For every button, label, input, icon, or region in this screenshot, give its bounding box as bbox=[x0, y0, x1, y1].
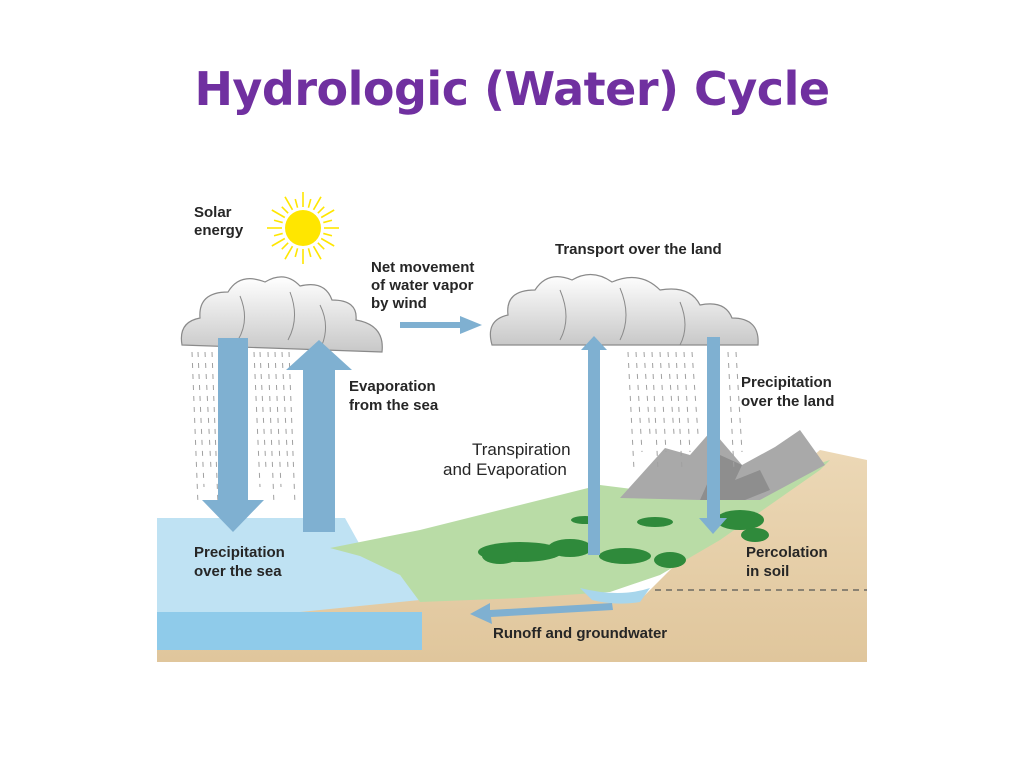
land-plain bbox=[330, 460, 830, 602]
label-percolation: Percolation in soil bbox=[746, 544, 832, 580]
rain-over-sea bbox=[191, 351, 296, 506]
cloud-over-land bbox=[489, 273, 759, 346]
precipitation-sea-arrow bbox=[202, 338, 264, 532]
label-precipitation-sea: Precipitation over the sea bbox=[194, 544, 289, 580]
sea bbox=[157, 518, 420, 612]
transpiration-arrow bbox=[581, 336, 607, 555]
lake bbox=[580, 588, 650, 604]
label-transport: Transport over the land bbox=[555, 241, 722, 258]
rain-over-land bbox=[627, 351, 743, 471]
deep-sea bbox=[157, 612, 422, 650]
precipitation-land-arrow bbox=[699, 337, 727, 534]
soil-ground bbox=[157, 450, 867, 662]
runoff-arrow bbox=[470, 603, 613, 624]
wind-arrow bbox=[400, 316, 482, 334]
label-transpiration: Transpiration and Evaporation bbox=[443, 440, 575, 479]
sun-icon bbox=[267, 192, 339, 264]
cloud-over-sea bbox=[180, 276, 383, 353]
label-evaporation: Evaporation from the sea bbox=[349, 378, 440, 414]
evaporation-arrow bbox=[286, 340, 352, 532]
label-precipitation-land: Precipitation over the land bbox=[741, 374, 836, 410]
label-runoff: Runoff and groundwater bbox=[493, 625, 667, 642]
label-solar-energy: Solar energy bbox=[194, 204, 244, 239]
label-net-movement: Net movement of water vapor by wind bbox=[371, 259, 479, 312]
page-title: Hydrologic (Water) Cycle bbox=[194, 62, 830, 116]
